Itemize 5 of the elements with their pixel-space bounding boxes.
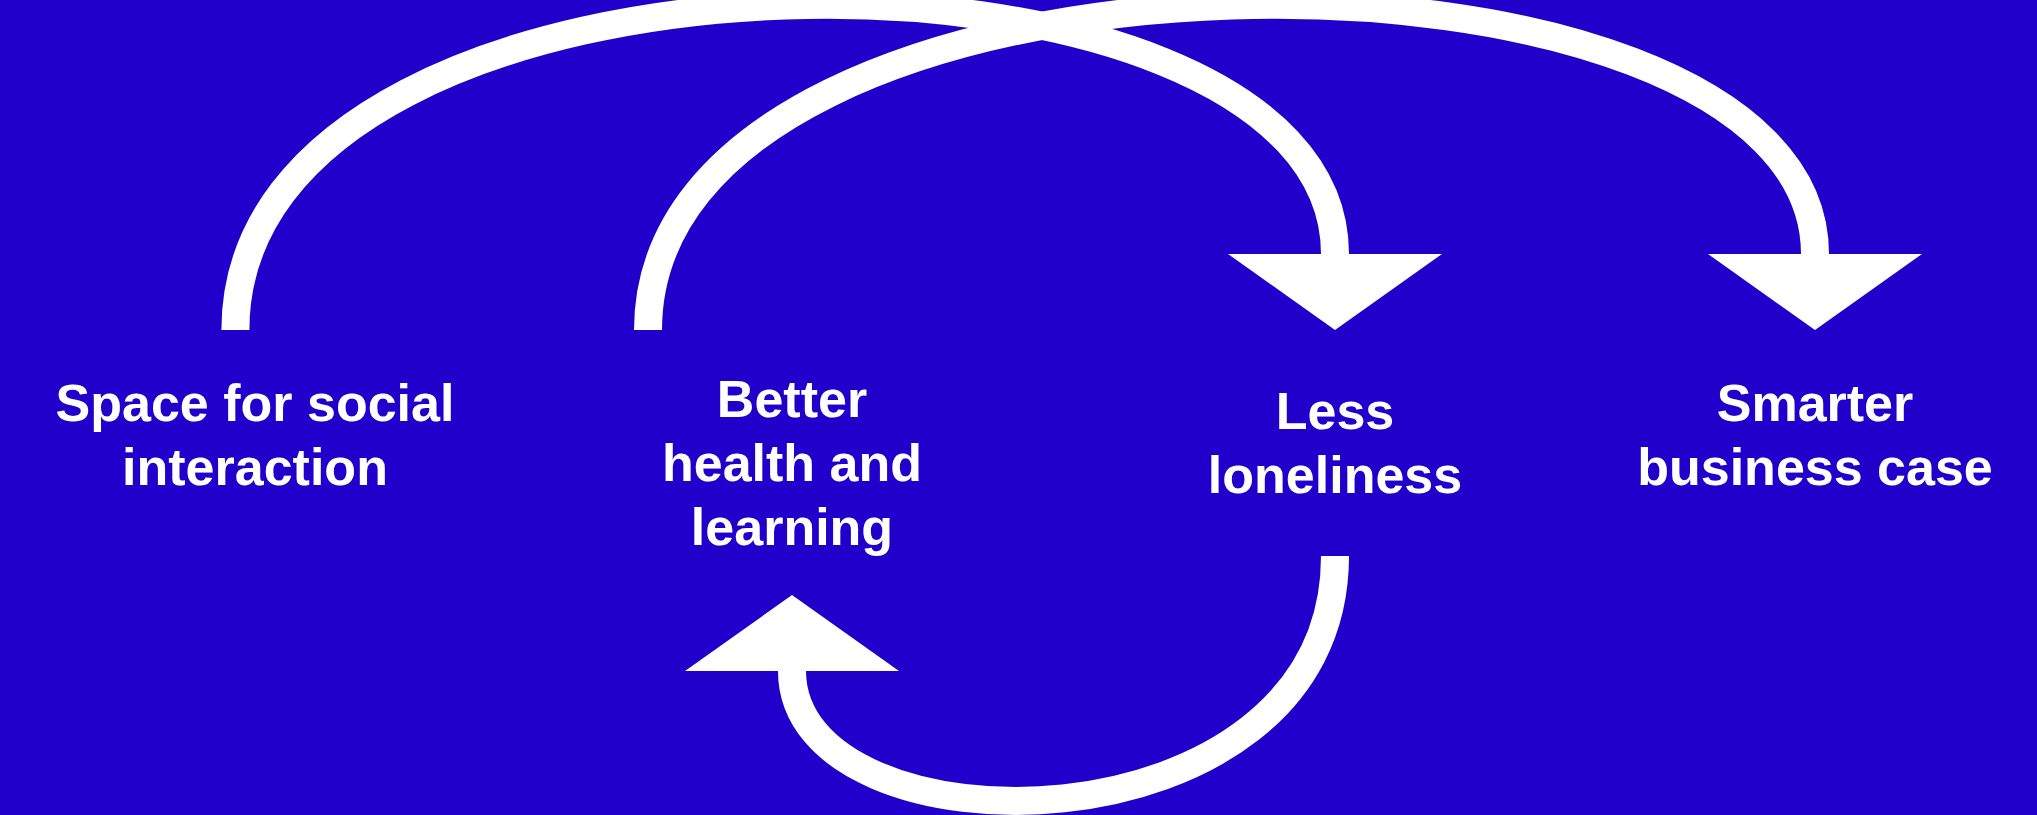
node-label: Space for social interaction bbox=[54, 373, 456, 498]
node-label: Better health and learning bbox=[661, 368, 923, 558]
curved-arrow bbox=[688, 553, 1349, 815]
node-label: Less loneliness bbox=[1206, 381, 1464, 506]
node-label: Smarter business case bbox=[1636, 373, 1994, 498]
